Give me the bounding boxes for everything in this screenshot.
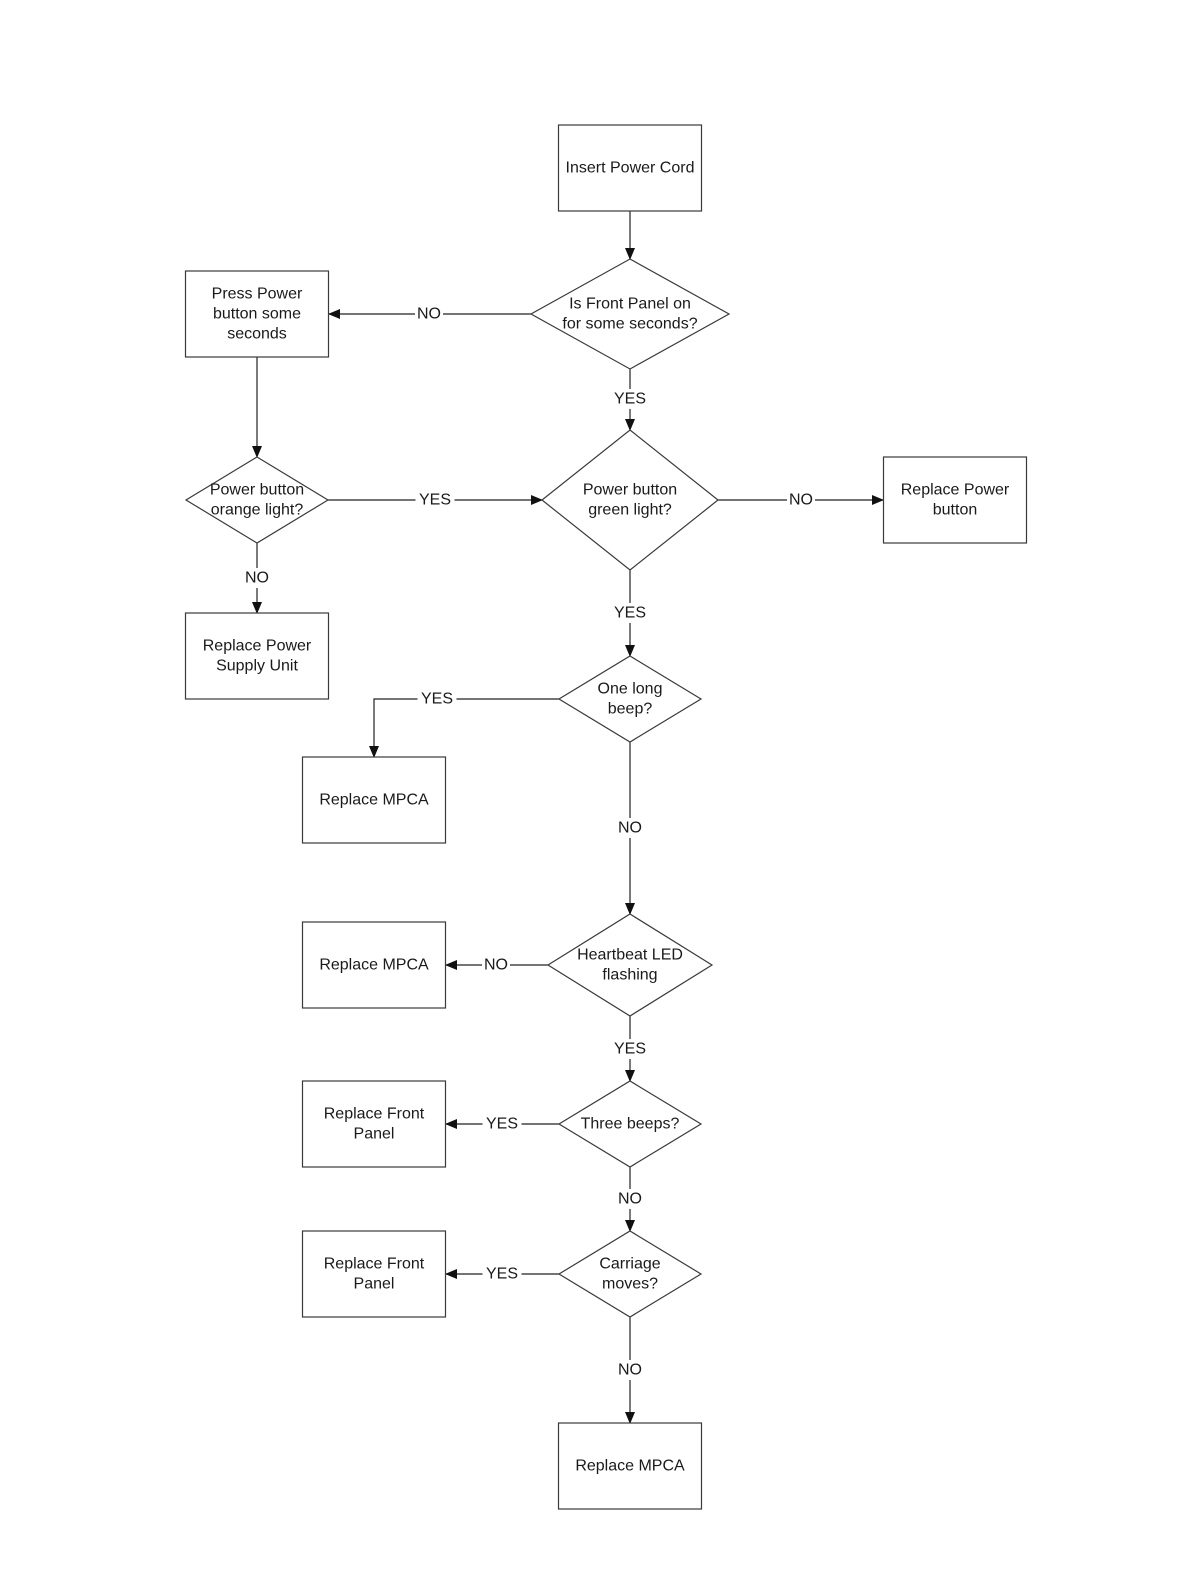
node-label-line: Panel	[354, 1126, 395, 1143]
node-label-line: Panel	[354, 1276, 395, 1293]
node-label-line: green light?	[588, 502, 672, 519]
edge-label-background	[610, 603, 650, 623]
node-label-line: Press Power	[212, 286, 303, 303]
node-carriage-moves: Carriage moves?	[557, 1230, 703, 1318]
edge-label-no: NO	[618, 1191, 642, 1208]
edge-label-no: NO	[245, 570, 269, 587]
decision-diamond	[557, 655, 703, 743]
node-label-line: Replace Power	[203, 638, 312, 655]
edge-label-yes: YES	[486, 1266, 518, 1283]
process-box	[184, 270, 330, 358]
edge-label-background	[616, 818, 644, 838]
edge-label-background	[482, 1114, 522, 1134]
edge-label-background	[415, 490, 455, 510]
edge-label-no: NO	[789, 492, 813, 509]
edge-label-background	[482, 955, 510, 975]
node-label-line: button some	[213, 306, 301, 323]
process-box	[882, 456, 1028, 544]
decision-diamond	[557, 1230, 703, 1318]
edge-label-no: NO	[618, 1362, 642, 1379]
node-label-line: Power button	[583, 482, 677, 499]
edge-label-yes: YES	[421, 691, 453, 708]
node-label-line: Replace Front	[324, 1106, 425, 1123]
node-label-line: beep?	[608, 701, 653, 718]
edge-label-yes: YES	[419, 492, 451, 509]
node-one-long-beep: One long beep?	[557, 655, 703, 743]
node-label-line: Carriage	[599, 1256, 660, 1273]
node-label-line: orange light?	[211, 502, 304, 519]
node-label-line: Replace MPCA	[319, 792, 429, 809]
node-heartbeat-led: Heartbeat LED flashing	[546, 913, 714, 1017]
node-label-line: Heartbeat LED	[577, 947, 683, 964]
decision-diamond	[546, 913, 714, 1017]
node-label-line: Supply Unit	[216, 658, 298, 675]
node-replace-power-button: Replace Power button	[882, 456, 1028, 544]
edge-label-yes: YES	[614, 605, 646, 622]
node-press-power-button: Press Power button some seconds	[184, 270, 330, 358]
node-label-line: Replace MPCA	[319, 957, 429, 974]
node-orange-light: Power button orange light?	[184, 456, 330, 544]
node-replace-mpca-2: Replace MPCA	[301, 921, 447, 1009]
process-box	[301, 1230, 447, 1318]
edge-label-no: NO	[618, 820, 642, 837]
decision-diamond	[529, 258, 731, 370]
edge-label-yes: YES	[614, 391, 646, 408]
edge-label-yes: YES	[486, 1116, 518, 1133]
process-box	[301, 756, 447, 844]
decision-diamond	[557, 1080, 703, 1168]
edge-label-background	[243, 568, 271, 588]
node-three-beeps: Three beeps?	[557, 1080, 703, 1168]
node-label-line: One long	[598, 681, 663, 698]
process-box	[557, 1422, 703, 1510]
node-label-line: Insert Power Cord	[566, 160, 695, 177]
nodes-layer: Insert Power Cord Is Front Panel on for so…	[184, 124, 1028, 1510]
node-label-line: Replace Front	[324, 1256, 425, 1273]
node-label-line: Replace MPCA	[575, 1458, 685, 1475]
edge-label-background	[482, 1264, 522, 1284]
process-box	[184, 612, 330, 700]
edge-label-yes: YES	[614, 1041, 646, 1058]
edge-label-no: NO	[484, 957, 508, 974]
edge-label-background	[610, 389, 650, 409]
node-label-line: moves?	[602, 1276, 658, 1293]
edge-one-long-beep-to-replace-mpca-1	[369, 698, 559, 758]
process-box	[301, 1080, 447, 1168]
edge-label-background	[417, 689, 457, 709]
node-label-line: button	[933, 502, 977, 519]
process-box	[301, 921, 447, 1009]
edge-labels-layer: NO YES YES NO NO YES YES NO NO YES YES NO YES NO	[243, 304, 815, 1380]
edge-label-background	[415, 304, 443, 324]
node-label-line: seconds	[227, 326, 287, 343]
node-green-light: Power button green light?	[541, 429, 719, 571]
edge-label-background	[787, 490, 815, 510]
node-replace-mpca-1: Replace MPCA	[301, 756, 447, 844]
node-replace-mpca-3: Replace MPCA	[557, 1422, 703, 1510]
node-label-line: for some seconds?	[562, 316, 697, 333]
node-front-panel-on: Is Front Panel on for some seconds?	[529, 258, 731, 370]
node-label-line: Power button	[210, 482, 304, 499]
decision-diamond	[184, 456, 330, 544]
process-box	[557, 124, 703, 212]
node-insert-power-cord: Insert Power Cord	[557, 124, 703, 212]
node-label-line: Three beeps?	[581, 1116, 680, 1133]
decision-diamond	[541, 429, 719, 571]
edge-label-no: NO	[417, 306, 441, 323]
edge-label-background	[610, 1039, 650, 1059]
node-label-line: Is Front Panel on	[569, 296, 691, 313]
node-label-line: flashing	[602, 967, 657, 984]
edge-label-background	[616, 1189, 644, 1209]
node-label-line: Replace Power	[901, 482, 1010, 499]
edge-label-background	[616, 1360, 644, 1380]
